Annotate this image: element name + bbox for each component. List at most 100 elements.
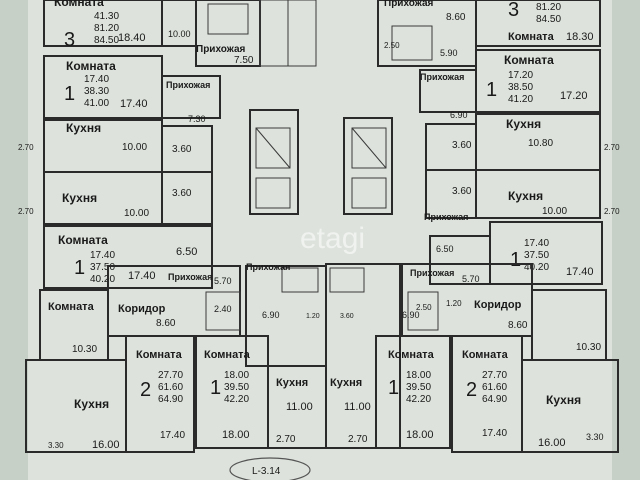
- green-left-room2-area: 17.40: [160, 430, 185, 441]
- right-kitchen-lower-label: Кухня: [508, 189, 543, 203]
- green-right-wc-area: 1.20: [446, 299, 462, 308]
- green-right-hall-area: 5.70: [462, 274, 480, 284]
- green-left-hall-area: 5.70: [214, 276, 232, 286]
- top-right-room-area: 18.30: [566, 31, 594, 43]
- right-kitchen-upper-label: Кухня: [506, 117, 541, 131]
- center-right-kitchen-label: Кухня: [330, 377, 362, 389]
- right-a-room-count: 1: [486, 79, 497, 101]
- left-b-area-1: 17.40: [90, 250, 115, 261]
- green-left-area-3: 64.90: [158, 394, 183, 405]
- green-right-corridor-area: 8.60: [508, 320, 528, 331]
- top-right-room-label: Комната: [508, 31, 555, 43]
- center-left-kitchen-area: 11.00: [286, 401, 313, 413]
- right-a-room-area: 17.20: [560, 90, 588, 102]
- top-left-room-area: 18.40: [118, 32, 146, 44]
- left-bath-lower-area: 3.60: [172, 188, 192, 199]
- top-left-room-label: Комната: [54, 0, 104, 9]
- right-side-area-1: 2.70: [604, 143, 620, 152]
- center-left-room-count: 1: [210, 377, 221, 399]
- green-right-room2-area: 17.40: [482, 428, 507, 439]
- left-b-hall-area: 6.50: [176, 246, 197, 258]
- center-right-room-area: 18.00: [406, 429, 434, 441]
- center-left-area-3: 42.20: [224, 394, 249, 405]
- right-bath-upper-area: 3.60: [452, 140, 472, 151]
- green-right-room-count: 2: [466, 379, 477, 401]
- center-left-room-label: Комната: [204, 349, 251, 361]
- top-left-hall-area: 7.50: [234, 55, 254, 66]
- top-right-area-2: 84.50: [536, 14, 561, 25]
- right-side-area-2: 2.70: [604, 207, 620, 216]
- center-left-loggia-area: 2.70: [276, 434, 296, 445]
- right-b-room-area: 17.40: [566, 266, 594, 278]
- right-kitchen-block: Кухня 10.80 Кухня 10.00 3.60 3.60 2.70 2…: [424, 113, 620, 222]
- green-right-corridor-label: Коридор: [474, 299, 522, 311]
- center-right-kitchen-area: 11.00: [344, 401, 371, 413]
- apartment-right-b: 1 17.40 37.50 40.20 17.40 6.50: [429, 221, 603, 285]
- left-b-area-3: 40.20: [90, 274, 115, 285]
- left-a-hall-label: Прихожая: [166, 80, 210, 90]
- right-a-area-3: 41.20: [508, 94, 533, 105]
- green-left-kitchen-label: Кухня: [74, 397, 109, 411]
- center-right-area-2: 39.50: [406, 382, 431, 393]
- green-left-bath-area: 2.40: [214, 304, 232, 314]
- green-right-area-3: 64.90: [482, 394, 507, 405]
- top-left-area-3: 84.50: [94, 35, 119, 46]
- green-left-kitchen-area: 16.00: [92, 439, 120, 451]
- center-left-kitchen-label: Кухня: [276, 377, 308, 389]
- center-left-area-1: 18.00: [224, 370, 249, 381]
- right-kitchen-upper-area: 10.80: [528, 138, 553, 149]
- left-a-room-count: 1: [64, 83, 75, 105]
- center-right-loggia-area: 2.70: [348, 434, 368, 445]
- green-left-balcony-area: 3.30: [48, 441, 64, 450]
- green-right-kitchen-label: Кухня: [546, 393, 581, 407]
- green-left-room1-area: 10.30: [72, 344, 97, 355]
- green-left-room-count: 2: [140, 379, 151, 401]
- green-left-area-1: 27.70: [158, 370, 183, 381]
- left-side-area-2: 2.70: [18, 207, 34, 216]
- stair-lift-core: [249, 0, 393, 215]
- apartment-left-a: Комната 1 17.40 38.30 41.00 17.40 Прихож…: [43, 55, 221, 124]
- green-right-kitchen-area: 16.00: [538, 437, 566, 449]
- green-left-corridor-label: Коридор: [118, 303, 166, 315]
- right-b-room-count: 1: [510, 249, 521, 271]
- apartment-right-a: Комната 1 17.20 38.50 41.20 17.20 Прихож…: [419, 49, 601, 120]
- center-left-hall-area: 6.90: [262, 310, 280, 320]
- right-b-area-3: 40.20: [524, 262, 549, 273]
- left-a-hall-area: 7.30: [188, 114, 206, 124]
- top-right-area-n2: 5.90: [440, 48, 458, 58]
- right-b-area-1: 17.40: [524, 238, 549, 249]
- right-a-hall-area: 6.90: [450, 110, 468, 120]
- right-b-area-2: 37.50: [524, 250, 549, 261]
- apartment-center-right: 3.60 6.90 Комната 1 18.00 39.50 42.20 18…: [325, 263, 451, 449]
- stamp-text: L-3.14: [252, 466, 281, 477]
- right-bath-lower-area: 3.60: [452, 186, 472, 197]
- green-left-area-2: 61.60: [158, 382, 183, 393]
- center-left-area-2: 39.50: [224, 382, 249, 393]
- apartment-green-right: Прихожая 5.70 2.50 1.20 Коридор 8.60 10.…: [401, 263, 619, 453]
- left-kitchen-block: Кухня 10.00 Кухня 10.00 3.60 3.60 2.70 2…: [18, 119, 213, 225]
- center-left-room-area: 18.00: [222, 429, 250, 441]
- apartment-top-right: Прихожая 8.60 5.90 2.50 3 81.20 84.50 Ко…: [377, 0, 601, 67]
- center-right-room-label: Комната: [388, 349, 435, 361]
- green-left-corridor-area: 8.60: [156, 318, 176, 329]
- top-right-hall-label: Прихожая: [384, 0, 434, 9]
- top-right-area-n3: 2.50: [384, 41, 400, 50]
- green-left-hall-label: Прихожая: [168, 272, 212, 282]
- green-right-balcony-area: 3.30: [586, 432, 604, 442]
- top-left-area-1: 41.30: [94, 11, 119, 22]
- center-left-wc-area: 1.20: [306, 313, 320, 320]
- left-kitchen-lower-label: Кухня: [62, 191, 97, 205]
- right-kitchen-lower-area: 10.00: [542, 206, 567, 217]
- top-left-room-count: 3: [64, 29, 75, 51]
- left-kitchen-upper-label: Кухня: [66, 121, 101, 135]
- center-right-room-count: 1: [388, 377, 399, 399]
- center-left-hall-label: Прихожая: [246, 262, 290, 272]
- green-left-room1-label: Комната: [48, 301, 95, 313]
- left-kitchen-upper-area: 10.00: [122, 142, 147, 153]
- center-right-area-1: 18.00: [406, 370, 431, 381]
- top-left-area-2: 81.20: [94, 23, 119, 34]
- left-side-area-1: 2.70: [18, 143, 34, 152]
- green-left-room2-label: Комната: [136, 349, 183, 361]
- apartment-center-left: Прихожая 6.90 1.20 Комната 1 18.00 39.50…: [195, 262, 327, 449]
